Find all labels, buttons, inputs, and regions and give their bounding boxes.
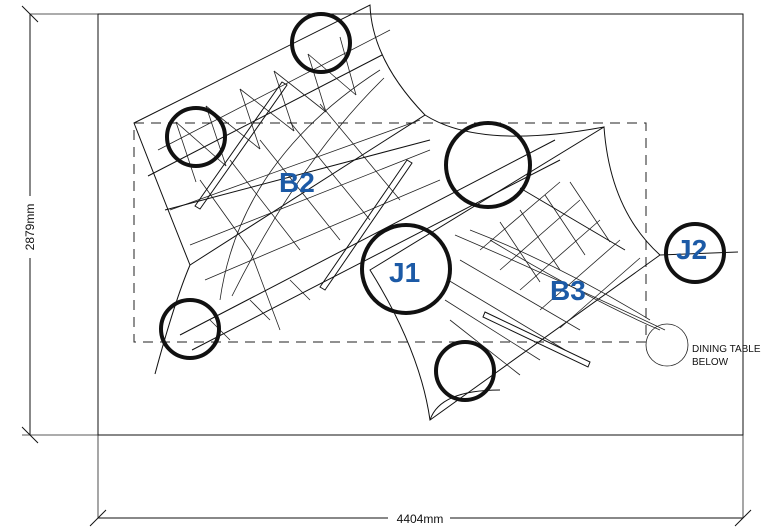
- width-dimension: 4404mm: [89, 509, 752, 527]
- label-b3: B3: [550, 275, 586, 306]
- sail-b3: [369, 126, 739, 421]
- fixing-ring-j1: [360, 223, 452, 315]
- fixing-ring-center-top: [444, 121, 532, 209]
- fixing-ring-top: [290, 12, 352, 74]
- fixing-ring-bottom-center: [434, 340, 496, 402]
- fixing-ring-j2: [664, 222, 726, 284]
- dining-table-outline: [645, 323, 689, 367]
- height-dimension: 2879mm: [21, 5, 39, 444]
- height-dimension-label: 2879mm: [23, 204, 37, 251]
- width-dimension-label: 4404mm: [397, 512, 444, 526]
- fixing-ring-bottom-left: [159, 298, 221, 360]
- fixing-ring-top-left: [165, 106, 227, 168]
- dining-table-note-line1: DINING TABLE: [692, 344, 761, 355]
- label-b2: B2: [279, 167, 315, 198]
- room-outline: [97, 13, 744, 436]
- label-j2: J2: [676, 234, 707, 265]
- label-j1: J1: [389, 257, 420, 288]
- dashed-footprint: [133, 122, 647, 343]
- sail-b2: [133, 4, 605, 375]
- dining-table-note-line2: BELOW: [692, 357, 729, 368]
